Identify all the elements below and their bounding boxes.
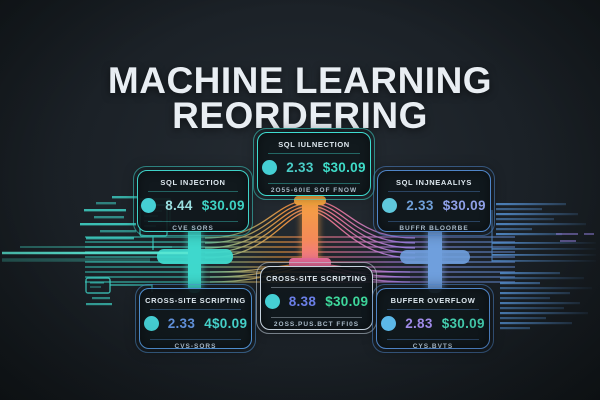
- card-subtitle: 2OSS.PUS.BCT FFI0S: [273, 321, 360, 328]
- blue-cross-connector: [400, 226, 470, 294]
- divider: [388, 191, 480, 192]
- price-value: $30.09: [201, 197, 245, 213]
- right-code-bars: [492, 203, 596, 330]
- divider: [268, 183, 360, 184]
- card-subtitle: CYS.BVTS: [412, 343, 454, 350]
- card-subtitle: 2O55-60IE SOF FNOW: [270, 187, 358, 194]
- divider: [387, 339, 479, 340]
- card-buffer-overflow[interactable]: BUFFER OVERFLOW 2.83 $30.09 CYS.BVTS: [372, 284, 494, 353]
- orange-pillar-connector: [289, 195, 331, 268]
- divider: [148, 221, 238, 222]
- price-value: $30.09: [442, 197, 486, 213]
- card-title: CROSS-SITE SCRIPTING: [145, 296, 246, 305]
- right-purple-dashes: [556, 233, 594, 242]
- divider: [388, 221, 480, 222]
- divider: [387, 309, 479, 310]
- score-value: 2.33: [406, 197, 434, 213]
- divider: [150, 309, 241, 310]
- score-dot-icon: [382, 197, 398, 213]
- card-title: CROSS-SITE SCRIPTING: [266, 274, 367, 283]
- score-dot-icon: [143, 315, 159, 331]
- card-xss-center[interactable]: CROSS-SITE SCRIPTING 8.38 $30.09 2OSS.PU…: [256, 262, 377, 334]
- score-dot-icon: [262, 159, 278, 175]
- price-value: $30.09: [325, 293, 369, 309]
- divider: [150, 339, 241, 340]
- divider: [148, 191, 238, 192]
- score-value: 2.33: [286, 159, 314, 175]
- card-sql-variant-right[interactable]: SQL INJNEAALIYS 2.33 $30.09 BUFFR BLOORB…: [373, 166, 495, 236]
- card-subtitle: BUFFR BLOORBE: [399, 225, 469, 232]
- score-dot-icon: [381, 315, 397, 331]
- card-title: SQL IULNECTION: [278, 140, 350, 149]
- price-value: 4$0.09: [204, 315, 248, 331]
- teal-glow-streak: [2, 246, 188, 262]
- score-value: 2.33: [167, 315, 196, 331]
- score-dot-icon: [141, 197, 157, 213]
- divider: [268, 153, 360, 154]
- score-value: 8.38: [288, 293, 317, 309]
- card-xss-left[interactable]: CROSS-SITE SCRIPTING 2.33 4$0.09 CVS-SOR…: [135, 284, 256, 353]
- score-value: 2.83: [405, 315, 433, 331]
- card-sql-injection-left[interactable]: SQL INJECTION 8.44 $30.09 CVE SORS: [133, 166, 253, 236]
- teal-cross-connector: [157, 226, 233, 294]
- score-value: 8.44: [165, 197, 193, 213]
- card-title: SQL INJNEAALIYS: [396, 178, 472, 187]
- price-value: $30.09: [441, 315, 485, 331]
- divider: [271, 287, 362, 288]
- score-dot-icon: [264, 293, 280, 309]
- card-title: SQL INJECTION: [160, 178, 226, 187]
- title-line2: REORDERING: [172, 94, 428, 136]
- card-subtitle: CVS-SORS: [174, 343, 217, 350]
- title-line1: MACHINE LEARNING: [107, 59, 493, 101]
- card-subtitle: CVE SORS: [172, 225, 214, 232]
- left-circuit-decoration: [80, 196, 138, 306]
- divider: [271, 317, 362, 318]
- card-title: BUFFER OVERFLOW: [390, 296, 476, 305]
- price-value: $30.09: [322, 159, 366, 175]
- card-sql-iulnection-top[interactable]: SQL IULNECTION 2.33 $30.09 2O55-60IE SOF…: [253, 128, 375, 200]
